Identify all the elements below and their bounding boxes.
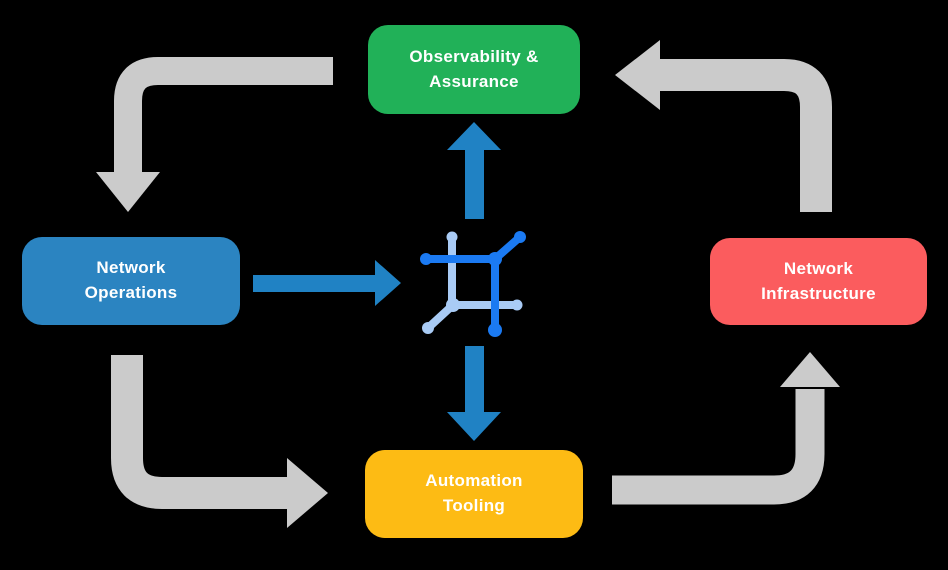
network-platform-icon-dark-parts xyxy=(420,231,526,337)
network-platform-icon-light-parts xyxy=(422,231,523,334)
node-network-operations: Network Operations xyxy=(22,237,240,325)
node-infra-label-line1: Network xyxy=(783,258,854,278)
arrow-observability-to-netops xyxy=(96,57,333,212)
node-netops-label-line1: Network xyxy=(96,258,166,278)
arrow-infra-to-observability-head xyxy=(615,40,660,110)
arrow-observability-to-netops-shaft xyxy=(114,57,333,174)
node-automation-label-line2: Tooling xyxy=(442,496,506,515)
arrow-netops-to-automation-shaft xyxy=(111,355,289,509)
node-automation-label-line1: Automation xyxy=(425,471,523,491)
icon-node-bottom xyxy=(488,323,502,337)
node-observability-assurance: Observability & Assurance xyxy=(368,25,580,114)
arrow-netops-to-automation-head xyxy=(287,458,328,528)
arrow-automation-to-infra-head xyxy=(780,352,840,387)
arrow-icon-to-observability xyxy=(447,122,501,219)
node-netops-label-line2: Operations xyxy=(84,283,178,302)
arrow-infra-to-observability xyxy=(615,40,832,212)
arrow-automation-to-infra xyxy=(612,352,840,505)
node-observability-label-line2: Assurance xyxy=(429,71,519,91)
arrow-observability-to-netops-head xyxy=(96,172,160,212)
icon-node-bottom-left xyxy=(422,322,434,334)
node-automation-tooling: Automation Tooling xyxy=(365,450,583,538)
node-observability-label-line1: Observability & xyxy=(409,46,539,66)
icon-node-right xyxy=(511,299,523,311)
arrow-netops-to-icon xyxy=(253,260,401,306)
arrow-icon-to-automation xyxy=(447,346,501,441)
arrow-infra-to-observability-shaft xyxy=(658,59,832,212)
node-network-infrastructure: Network Infrastructure xyxy=(710,238,927,325)
network-platform-icon xyxy=(420,231,526,337)
node-infra-label-line2: Infrastructure xyxy=(761,283,876,303)
icon-node-top-right xyxy=(514,231,526,243)
arrow-netops-to-automation xyxy=(111,355,328,528)
arrow-automation-to-infra-shaft xyxy=(612,389,825,505)
